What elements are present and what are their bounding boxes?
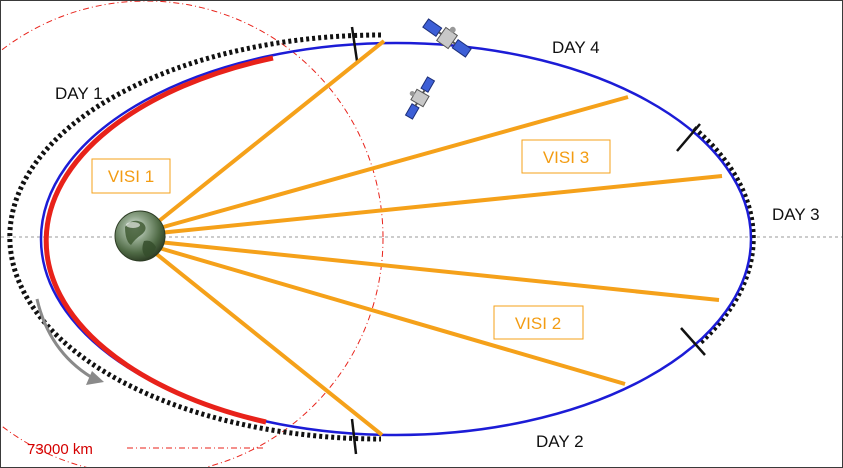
day2-label: DAY 2 [536,432,584,451]
perigee-arc [43,55,274,425]
orbit-ellipse [39,41,753,437]
visibility-ray [148,243,626,386]
distance-label: 73000 km [27,441,93,458]
visi2-box [493,305,584,340]
visibility-ray [148,174,723,236]
earth-icon [114,210,166,262]
day1-label: DAY 1 [55,84,103,103]
visibility-ray [147,246,384,437]
visi3-label: VISI 3 [543,148,589,167]
satellite-icon [422,18,472,58]
visibility-rays [147,39,723,437]
direction-arrowhead [86,371,104,385]
visi3-box [521,139,611,174]
day3-label: DAY 3 [772,205,820,224]
day4-label: DAY 4 [552,38,600,57]
distance-circle [1,1,384,467]
visi2-label: VISI 2 [515,314,561,333]
direction-arrow [35,298,92,379]
visibility-ray [148,95,629,233]
visibility-ray [147,39,386,231]
visi1-box [91,158,171,194]
orbit-tick [350,26,359,62]
dotted-track-right [692,126,756,346]
visibility-ray [148,239,720,302]
visi1-label: VISI 1 [108,167,154,186]
satellite-icon [404,76,436,120]
orbit-tick [680,327,706,356]
orbit-tick [350,418,358,455]
orbit-tick [676,123,701,152]
